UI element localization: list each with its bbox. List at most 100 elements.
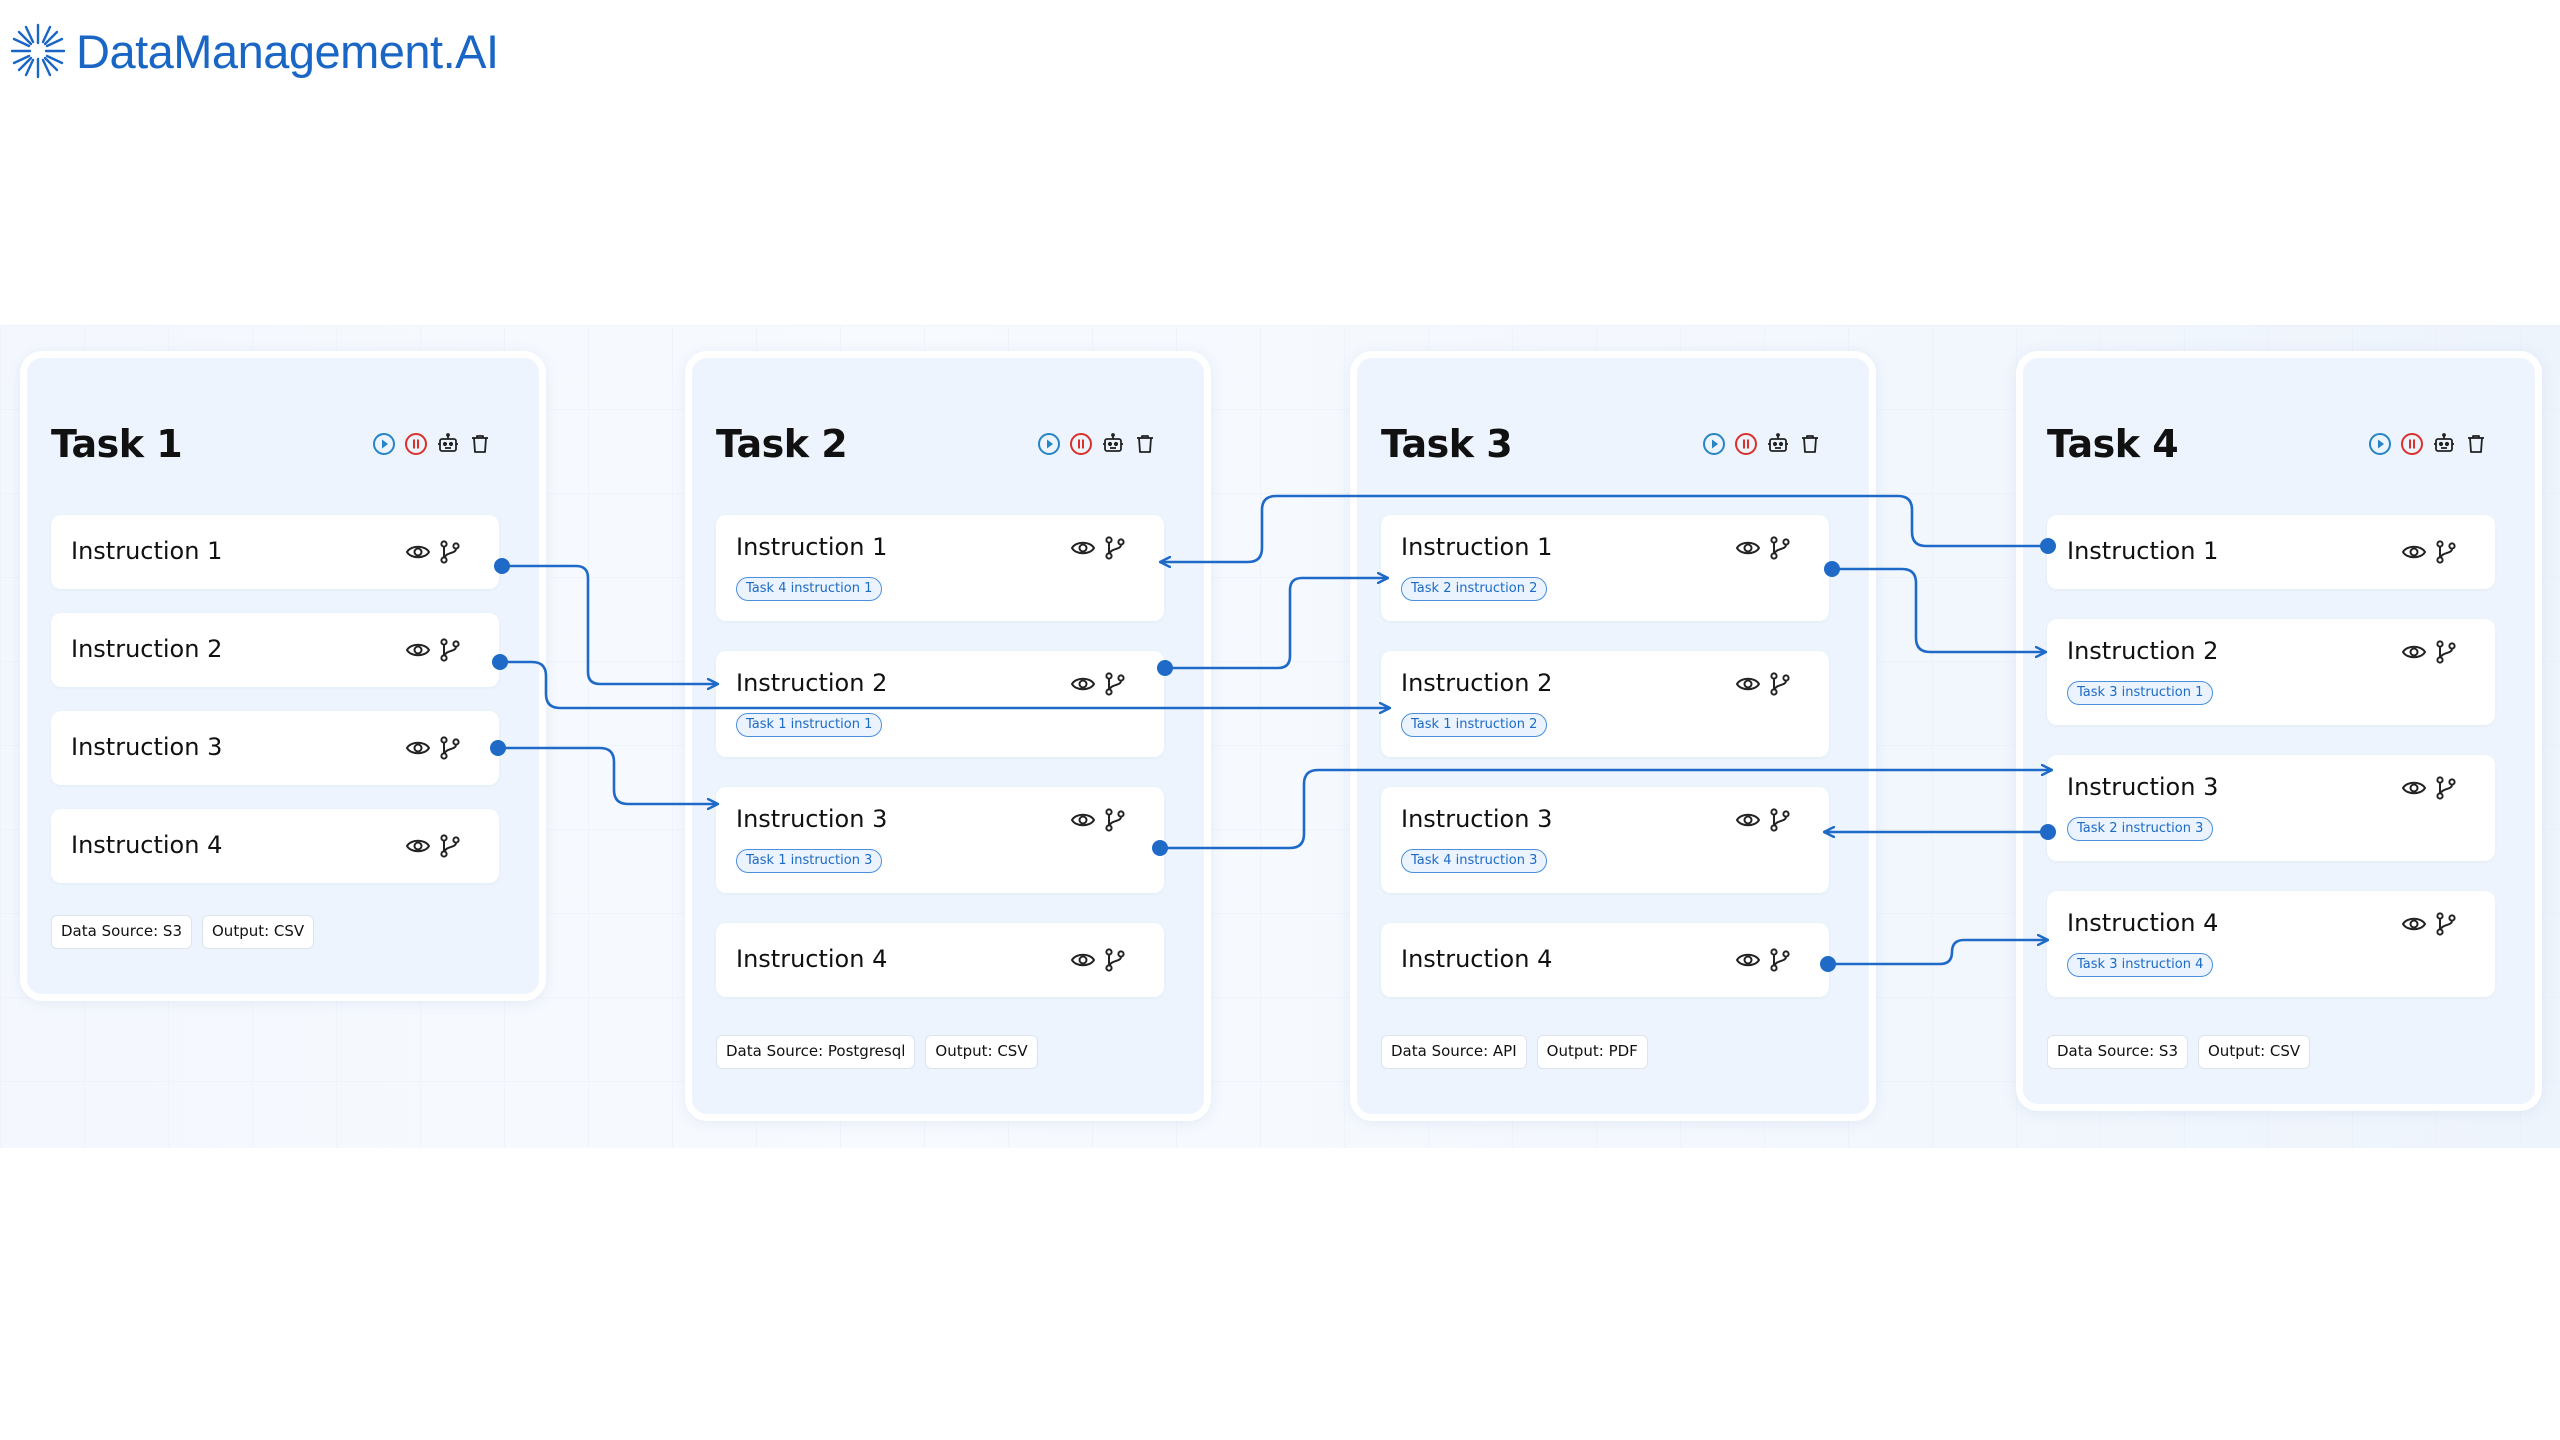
view-instruction-button[interactable] [1070,807,1096,833]
eye-icon [405,741,431,755]
instruction-row[interactable]: Instruction 3 [51,711,499,785]
robot-task-button[interactable] [1766,432,1790,456]
task-title: Task 2 [716,422,848,466]
instruction-source-tag[interactable]: Task 1 instruction 2 [1401,713,1548,737]
robot-task-button[interactable] [1101,432,1125,456]
pause-task-button[interactable] [1069,432,1093,456]
branch-icon [1105,536,1125,560]
eye-icon [405,545,431,559]
branch-icon [440,834,460,858]
view-instruction-button[interactable] [1735,807,1761,833]
instruction-source-tag[interactable]: Task 2 instruction 3 [2067,817,2214,841]
branch-instruction-button[interactable] [437,735,463,761]
view-instruction-button[interactable] [405,735,431,761]
branch-icon [2436,540,2456,564]
robot-icon [1103,433,1123,452]
trash-task-button[interactable] [2464,432,2488,456]
task-actions [1037,432,1157,456]
view-instruction-button[interactable] [1735,947,1761,973]
instruction-row[interactable]: Instruction 4 [716,923,1164,997]
branch-instruction-button[interactable] [437,637,463,663]
task-actions [2368,432,2488,456]
instruction-source-tag[interactable]: Task 3 instruction 4 [2067,953,2214,977]
branch-instruction-button[interactable] [437,833,463,859]
robot-task-button[interactable] [2432,432,2456,456]
instruction-row[interactable]: Instruction 1 Task 2 instruction 2 [1381,515,1829,621]
robot-icon [1768,433,1788,452]
pause-icon [1070,433,1092,455]
instruction-source-tag[interactable]: Task 1 instruction 3 [736,849,883,873]
instruction-source-tag[interactable]: Task 2 instruction 2 [1401,577,1548,601]
view-instruction-button[interactable] [405,833,431,859]
play-task-button[interactable] [1037,432,1061,456]
instruction-row[interactable]: Instruction 4 [51,809,499,883]
branch-instruction-button[interactable] [1102,671,1128,697]
branch-instruction-button[interactable] [1102,947,1128,973]
view-instruction-button[interactable] [2401,539,2427,565]
view-instruction-button[interactable] [405,637,431,663]
view-instruction-button[interactable] [2401,911,2427,937]
pause-task-button[interactable] [1734,432,1758,456]
branch-icon [440,638,460,662]
play-task-button[interactable] [372,432,396,456]
view-instruction-button[interactable] [1070,947,1096,973]
branch-instruction-button[interactable] [2433,639,2459,665]
view-instruction-button[interactable] [1735,671,1761,697]
view-instruction-button[interactable] [1735,535,1761,561]
branch-instruction-button[interactable] [1767,807,1793,833]
robot-task-button[interactable] [436,432,460,456]
view-instruction-button[interactable] [1070,671,1096,697]
instruction-row[interactable]: Instruction 1 Task 4 instruction 1 [716,515,1164,621]
instruction-row[interactable]: Instruction 1 [2047,515,2495,589]
view-instruction-button[interactable] [2401,639,2427,665]
branch-instruction-button[interactable] [1102,535,1128,561]
play-task-button[interactable] [2368,432,2392,456]
branch-instruction-button[interactable] [1767,671,1793,697]
branch-instruction-button[interactable] [1767,947,1793,973]
instruction-source-tag[interactable]: Task 3 instruction 1 [2067,681,2214,705]
branch-instruction-button[interactable] [1767,535,1793,561]
branch-instruction-button[interactable] [1102,807,1128,833]
trash-task-button[interactable] [1133,432,1157,456]
eye-icon [1070,677,1096,691]
branch-instruction-button[interactable] [437,539,463,565]
branch-instruction-button[interactable] [2433,911,2459,937]
play-task-button[interactable] [1702,432,1726,456]
branch-instruction-button[interactable] [2433,775,2459,801]
branch-instruction-button[interactable] [2433,539,2459,565]
eye-icon [2401,781,2427,795]
instruction-label: Instruction 1 [1401,533,1553,561]
brand-name: DataManagement.AI [76,24,499,78]
instruction-row[interactable]: Instruction 2 [51,613,499,687]
trash-task-button[interactable] [1798,432,1822,456]
instruction-row[interactable]: Instruction 4 [1381,923,1829,997]
instruction-row[interactable]: Instruction 1 [51,515,499,589]
play-icon [2369,433,2391,455]
view-instruction-button[interactable] [2401,775,2427,801]
instruction-source-tag[interactable]: Task 1 instruction 1 [736,713,883,737]
eye-icon [1070,541,1096,555]
data-source-tag: Data Source: S3 [51,915,192,949]
pause-task-button[interactable] [2400,432,2424,456]
trash-task-button[interactable] [468,432,492,456]
instruction-label: Instruction 3 [71,733,223,761]
branch-icon [2436,776,2456,800]
instruction-source-tag[interactable]: Task 4 instruction 1 [736,577,883,601]
view-instruction-button[interactable] [405,539,431,565]
instruction-label: Instruction 1 [736,533,888,561]
instruction-label: Instruction 4 [71,831,223,859]
instruction-label: Instruction 4 [1401,945,1553,973]
instruction-source-tag[interactable]: Task 4 instruction 3 [1401,849,1548,873]
view-instruction-button[interactable] [1070,535,1096,561]
pause-task-button[interactable] [404,432,428,456]
